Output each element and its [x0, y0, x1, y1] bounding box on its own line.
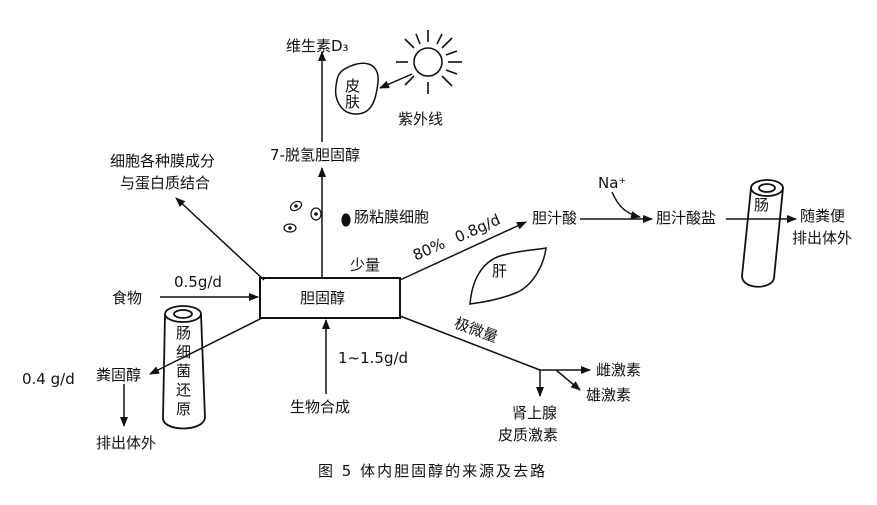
sun-icon	[396, 30, 462, 94]
line-to-hormones	[399, 315, 541, 371]
excrete-label: 排出体外	[96, 434, 157, 452]
na-label: Na⁺	[598, 174, 627, 192]
arrow-to-bile-acid	[399, 221, 527, 281]
adrenal-label-1: 肾上腺	[512, 404, 558, 422]
coprostanol-label: 粪固醇	[96, 366, 142, 384]
rate-synth-label: 1~1.5g/d	[338, 349, 409, 367]
na-arrow	[611, 191, 641, 220]
skin-shape	[334, 62, 379, 115]
feces-label-2: 排出体外	[792, 229, 853, 247]
arrow-to-membrane	[175, 197, 265, 281]
feces-label-1: 随粪便	[800, 207, 846, 225]
mucosa-label: 肠粘膜细胞	[354, 208, 430, 226]
mucosa-cells-icon	[283, 200, 351, 233]
cholesterol-box	[259, 277, 401, 319]
intestine-label: 肠	[754, 196, 770, 214]
figure-caption: 图 5 体内胆固醇的来源及去路	[318, 462, 548, 480]
estrogen-label: 雌激素	[596, 361, 642, 379]
rate-04-label: 0.4 g/d	[22, 370, 75, 388]
membrane-label-2: 与蛋白质结合	[120, 174, 211, 192]
dehydro-label: 7-脱氢胆固醇	[270, 146, 360, 164]
biosynthesis-label: 生物合成	[290, 398, 351, 416]
liver-label: 肝	[492, 262, 508, 280]
membrane-label-1: 细胞各种膜成分	[110, 152, 216, 170]
rate-05-label: 0.5g/d	[174, 273, 222, 291]
bacteria-label: 肠细菌还原	[176, 324, 192, 418]
uv-label: 紫外线	[398, 110, 444, 128]
bile-salt-label: 胆汁酸盐	[656, 209, 717, 227]
adrenal-label-2: 皮质激素	[498, 426, 559, 444]
androgen-label: 雄激素	[586, 386, 632, 404]
food-label: 食物	[112, 289, 143, 307]
intestine-tube	[741, 179, 784, 288]
line-to-coprostanol	[149, 317, 263, 375]
bile-acid-label: 胆汁酸	[532, 209, 578, 227]
bacteria-tube	[162, 305, 206, 430]
skin-label: 皮肤	[345, 77, 361, 111]
arrow-to-androgen	[555, 369, 581, 391]
vitamin-d3-label: 维生素D₃	[286, 37, 349, 55]
uv-arrow	[379, 73, 413, 89]
liver-shape	[469, 247, 547, 305]
small-amount-label: 少量	[350, 256, 381, 274]
cholesterol-label: 胆固醇	[300, 289, 346, 307]
